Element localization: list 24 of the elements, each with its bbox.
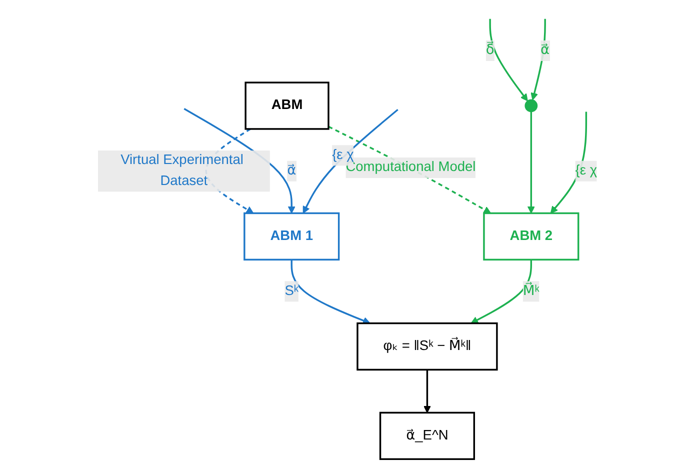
arrow bbox=[302, 108, 398, 214]
arrow bbox=[423, 370, 431, 414]
edge-label: Computational Model bbox=[346, 160, 476, 175]
edge-label: M⃗ᵏ bbox=[522, 284, 540, 298]
arrow bbox=[527, 112, 535, 214]
arrow bbox=[550, 112, 588, 214]
node-box: ABM 2 bbox=[483, 212, 580, 261]
arrow bbox=[328, 126, 492, 214]
node-box: ABM bbox=[244, 82, 330, 130]
arrow bbox=[530, 18, 546, 100]
edge-label: {ε χ bbox=[332, 148, 354, 162]
edge-label: Sᵏ bbox=[284, 284, 299, 298]
arrow bbox=[489, 18, 528, 102]
node-box: φₖ = ‖Sᵏ − M⃗ᵏ‖ bbox=[356, 322, 498, 371]
edge-label: δ⃗ bbox=[486, 42, 494, 58]
edge-label: {ε χ bbox=[575, 163, 598, 178]
edge-label: α⃗ bbox=[287, 163, 296, 178]
arrow bbox=[470, 260, 532, 324]
node-box: ABM 1 bbox=[244, 212, 340, 261]
node-box: α⃗_E^N bbox=[379, 412, 475, 460]
node-circle bbox=[524, 99, 538, 112]
edge-label: Virtual Experimental Dataset bbox=[120, 153, 244, 188]
edge-label: α⃗ bbox=[540, 42, 550, 58]
arrow bbox=[290, 260, 370, 324]
